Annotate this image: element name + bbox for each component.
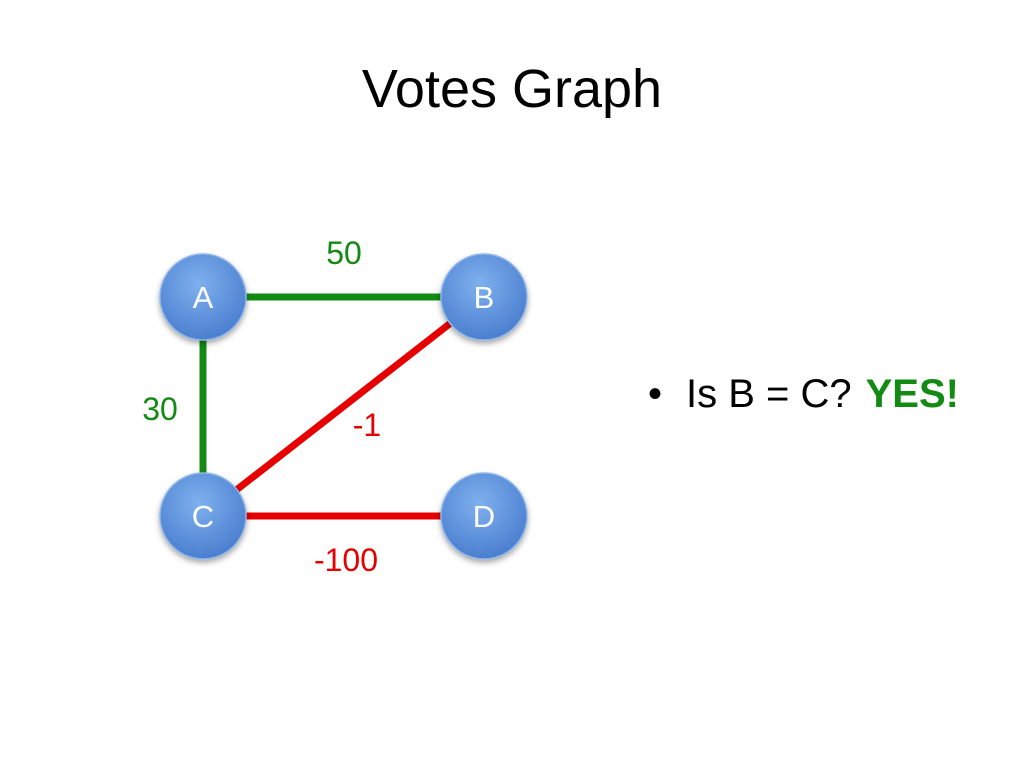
- edge-label-a-c: 30: [142, 391, 178, 427]
- edges-layer: [199, 293, 487, 520]
- edge-label-b-c: -1: [353, 407, 381, 443]
- bullet-answer: YES!: [865, 372, 959, 416]
- bullet-symbol: •: [648, 372, 663, 416]
- node-circle-a: [159, 253, 247, 341]
- slide-title: Votes Graph: [361, 59, 663, 119]
- node-b: B: [440, 253, 528, 341]
- node-label-a: A: [193, 280, 214, 315]
- node-d: D: [440, 472, 528, 560]
- bullet-question: Is B = C?: [686, 372, 852, 416]
- edge-label-a-b: 50: [326, 235, 362, 271]
- node-label-b: B: [474, 280, 495, 315]
- node-circle-d: [440, 472, 528, 560]
- node-circle-b: [440, 253, 528, 341]
- node-c: C: [159, 472, 247, 560]
- node-label-d: D: [473, 499, 495, 534]
- node-label-c: C: [192, 499, 214, 534]
- nodes-layer: A B C D: [159, 253, 528, 560]
- edge-label-c-d: -100: [314, 542, 378, 578]
- node-a: A: [159, 253, 247, 341]
- bullet-point: • Is B = C? YES!: [648, 374, 959, 414]
- edge-labels-layer: 50 30 -1 -100: [142, 235, 381, 578]
- node-circle-c: [159, 472, 247, 560]
- edge-b-c: [200, 294, 487, 519]
